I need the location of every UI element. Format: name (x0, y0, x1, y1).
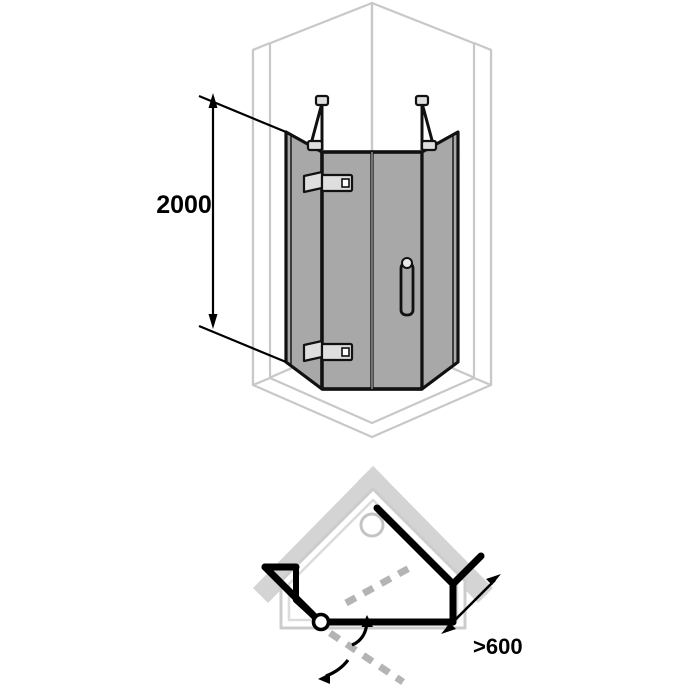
floor-line-outer (252, 383, 492, 439)
swing-dashed-inner (344, 562, 415, 607)
plan-fixed-panel-right (373, 504, 457, 588)
fixed-glass-panel-right (420, 130, 460, 391)
plan-wall-right (358, 466, 493, 603)
wall-right-front-edge (472, 41, 493, 387)
height-dim-arrow-bottom (208, 314, 218, 329)
stabilizer-bar-left (306, 94, 330, 152)
upper-hinge (302, 170, 354, 194)
clearance-dimension: >600 (441, 574, 523, 659)
lower-hinge (302, 339, 354, 363)
height-dimension: 2000 (156, 93, 287, 364)
swing-arrow-outward-head (318, 673, 330, 684)
upper-hinge-wing (302, 170, 324, 194)
stabilizer-left-glass-bracket (306, 139, 324, 152)
clearance-dim-arrow-end (486, 574, 501, 585)
door-swing-indicator (318, 562, 415, 685)
swing-arrow-inward-head (361, 615, 373, 627)
stabilizer-right-glass-bracket (420, 139, 438, 152)
elevation-view: 2000 (156, 1, 493, 439)
door-handle-bar (399, 261, 415, 317)
floor-line (269, 376, 475, 425)
panel-right-glass (420, 130, 460, 391)
stabilizer-bar-right (414, 94, 438, 152)
clearance-dim-arrow-start (441, 623, 456, 634)
height-dim-arrow-top (208, 93, 218, 108)
wall-left-front-edge (251, 41, 272, 387)
door-handle-cap (401, 257, 413, 269)
door-pivot-point (311, 612, 331, 632)
clearance-dim-line (446, 579, 496, 629)
stabilizer-right-wall-bracket (414, 94, 430, 107)
clearance-dimension-label: >600 (473, 634, 523, 659)
center-glass-panel (370, 150, 424, 391)
height-dim-ext-bottom (198, 324, 287, 364)
plan-return-panel-right-wall (449, 552, 485, 588)
stabilizer-left-diagonal (309, 102, 324, 145)
door-handle (399, 257, 415, 317)
upper-hinge-pin (341, 178, 350, 188)
stabilizer-right-diagonal (420, 102, 435, 145)
center-glass (370, 150, 424, 391)
stabilizer-left-wall-bracket (314, 94, 330, 107)
swing-dashed-outer (328, 630, 405, 685)
plan-glass-panels (261, 504, 485, 632)
plan-view: >600 (253, 466, 523, 685)
plan-drain-outlet (359, 512, 385, 538)
height-dimension-label: 2000 (156, 191, 212, 219)
lower-hinge-pin (341, 347, 350, 357)
lower-hinge-wing (302, 339, 324, 363)
